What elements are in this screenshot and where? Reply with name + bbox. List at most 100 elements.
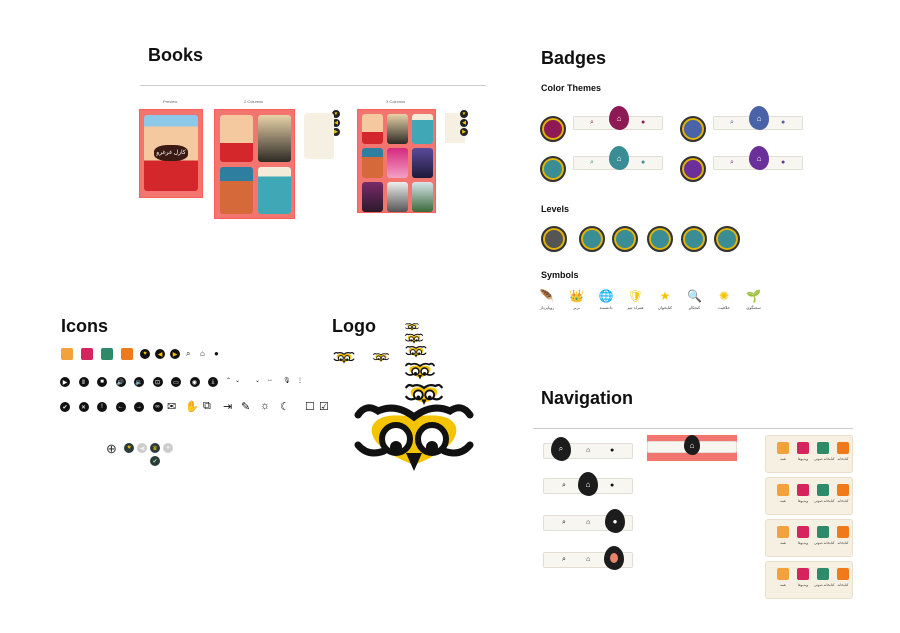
- tile-item[interactable]: ویدیوها: [794, 442, 812, 461]
- home-icon[interactable]: ⌂: [586, 556, 591, 563]
- hand-icon[interactable]: ✋: [185, 401, 199, 413]
- heart-button[interactable]: ♥: [460, 110, 468, 118]
- book-cover[interactable]: [362, 114, 383, 144]
- search-icon[interactable]: ⌕: [730, 119, 734, 126]
- book-cover[interactable]: [220, 115, 253, 162]
- globe-icon[interactable]: ⊕: [106, 441, 117, 456]
- tile-item[interactable]: کتابخانه صوتی: [814, 526, 835, 545]
- logo-mark-xs: [405, 323, 419, 331]
- search-icon[interactable]: ⌕: [590, 119, 594, 126]
- record-icon[interactable]: ◉: [189, 377, 200, 387]
- profile-icon[interactable]: ●: [641, 119, 646, 126]
- book-cover[interactable]: [362, 182, 383, 212]
- tile-item[interactable]: ویدیوها: [794, 568, 812, 587]
- home-icon[interactable]: ⌂: [684, 435, 700, 455]
- tile-item[interactable]: همه: [774, 484, 792, 503]
- chevron-down-icon[interactable]: ⌄: [235, 378, 241, 384]
- fullscreen-icon[interactable]: ⊡: [152, 377, 163, 387]
- logout-icon[interactable]: ⇥: [223, 401, 233, 413]
- tile-item[interactable]: کتابخانه صوتی: [814, 484, 835, 503]
- subtitle-icon[interactable]: ▭: [171, 377, 181, 387]
- tile-item[interactable]: همه: [774, 442, 792, 461]
- volume-up-icon[interactable]: 🔊: [115, 377, 126, 387]
- home-icon[interactable]: ⌂: [749, 146, 769, 170]
- book-cover[interactable]: [412, 114, 433, 144]
- collapse-icon[interactable]: ⌄: [255, 378, 261, 384]
- arrow-right-icon[interactable]: →: [134, 402, 144, 412]
- active-home-indicator[interactable]: ⌂: [578, 472, 598, 496]
- book-cover[interactable]: کارل غرغرو: [144, 115, 198, 191]
- volume-down-icon[interactable]: 🔉: [134, 377, 144, 387]
- link-icon[interactable]: ∞: [152, 402, 163, 412]
- search-icon[interactable]: ⌕: [590, 159, 594, 166]
- profile-icon[interactable]: ●: [641, 159, 646, 166]
- search-icon[interactable]: ⌕: [562, 482, 566, 489]
- search-icon[interactable]: ⌕: [562, 519, 566, 526]
- color-themes-label: Color Themes: [541, 83, 602, 93]
- search-icon[interactable]: ⌕: [730, 159, 734, 166]
- book-cover[interactable]: [362, 148, 383, 178]
- book-cover[interactable]: [258, 167, 291, 214]
- theme-badge-magenta: [540, 116, 566, 142]
- moon-icon[interactable]: ☾: [280, 401, 290, 413]
- pencil-icon[interactable]: ✎: [241, 401, 251, 413]
- close-icon[interactable]: ✕: [78, 402, 89, 412]
- active-avatar-indicator[interactable]: [604, 546, 624, 570]
- pause-icon[interactable]: Ⅱ: [78, 377, 89, 387]
- active-search-indicator[interactable]: ⌕: [551, 437, 571, 461]
- logo-mark-s: [405, 333, 423, 344]
- active-profile-indicator[interactable]: ●: [605, 509, 625, 533]
- tile-item[interactable]: همه: [774, 568, 792, 587]
- tile-item[interactable]: کتابخانه: [834, 568, 852, 587]
- check-icon[interactable]: ✔: [60, 402, 70, 412]
- sun-icon[interactable]: ☼: [260, 400, 271, 412]
- video-button[interactable]: ▶: [460, 128, 468, 136]
- checkbox-empty-icon[interactable]: ☐: [305, 401, 315, 413]
- search-icon[interactable]: ⌕: [562, 556, 566, 563]
- tile-item[interactable]: کتابخانه: [834, 442, 852, 461]
- audio-button[interactable]: ◀: [460, 119, 468, 127]
- tile-item[interactable]: کتابخانه صوتی: [814, 442, 835, 461]
- book-cover[interactable]: [412, 182, 433, 212]
- home-icon[interactable]: ⌂: [609, 106, 629, 130]
- book-cover[interactable]: [387, 114, 408, 144]
- home-icon[interactable]: ⌂: [609, 146, 629, 170]
- book-cover[interactable]: [258, 115, 291, 162]
- tile-item[interactable]: کتابخانه صوتی: [814, 568, 835, 587]
- stop-icon[interactable]: ■: [97, 377, 107, 387]
- home-icon[interactable]: ⌂: [749, 106, 769, 130]
- home-icon[interactable]: ⌂: [586, 519, 591, 526]
- book-cover[interactable]: [387, 148, 408, 178]
- mic-icon[interactable]: 🎙: [283, 378, 291, 384]
- chevron-up-icon[interactable]: ⌃: [226, 378, 232, 384]
- tile-item[interactable]: همه: [774, 526, 792, 545]
- profile-icon[interactable]: ●: [610, 447, 615, 454]
- expand-icon[interactable]: ↔: [267, 377, 273, 383]
- audio-button[interactable]: ◀: [332, 119, 340, 127]
- tile-item[interactable]: کتابخانه: [834, 484, 852, 503]
- home-icon[interactable]: ⌂: [586, 447, 591, 454]
- profile-icon[interactable]: ●: [781, 159, 786, 166]
- play-icon[interactable]: ▶: [60, 377, 70, 387]
- tile-item[interactable]: کتابخانه: [834, 526, 852, 545]
- symbol-feather: 🪶رویاپرداز: [531, 289, 563, 310]
- mail-icon[interactable]: ✉: [167, 401, 177, 413]
- book-cover[interactable]: [220, 167, 253, 214]
- tile-item[interactable]: ویدیوها: [794, 526, 812, 545]
- tile-item[interactable]: ویدیوها: [794, 484, 812, 503]
- more-icon[interactable]: ⋮: [297, 378, 303, 384]
- arrow-left-icon[interactable]: ←: [115, 402, 126, 412]
- alert-icon[interactable]: !: [97, 402, 107, 412]
- video-button[interactable]: ▶: [332, 128, 340, 136]
- checkbox-checked-icon[interactable]: ☑: [319, 401, 329, 413]
- heart-button[interactable]: ♥: [332, 110, 340, 118]
- copy-icon[interactable]: ⧉: [203, 400, 211, 412]
- profile-icon[interactable]: ●: [781, 119, 786, 126]
- book-cover[interactable]: [387, 182, 408, 212]
- download-icon[interactable]: ⤓: [208, 377, 218, 387]
- book-cover[interactable]: [412, 148, 433, 178]
- navigation-heading: Navigation: [541, 388, 634, 408]
- audiobook-icon: [101, 348, 113, 360]
- profile-icon[interactable]: ●: [610, 482, 615, 489]
